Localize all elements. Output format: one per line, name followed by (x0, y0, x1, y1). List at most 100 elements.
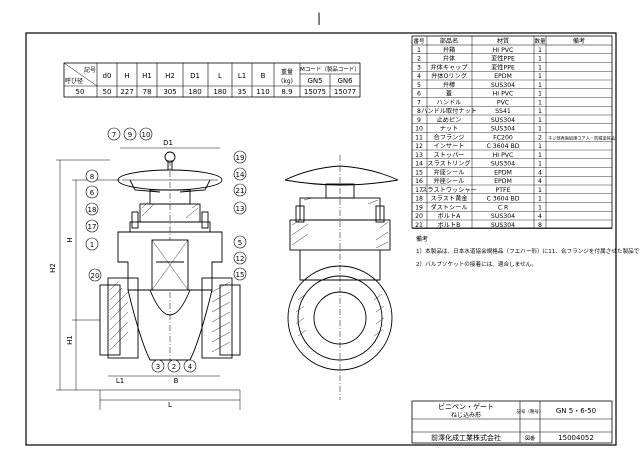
part-qty: 1 (538, 196, 542, 203)
part-name: ダストシール (430, 203, 467, 211)
label-B: B (174, 377, 179, 385)
part-name: 弁座シール (434, 168, 465, 176)
drawing-border (25, 32, 617, 446)
part-material: HI PVC (493, 152, 514, 159)
balloon-label: 15 (236, 271, 245, 279)
notes-block: 備考 1）本製品は、日本水道協会規格品（フエハー形）に11．合フランジを付属させ… (416, 235, 640, 268)
part-name: 弁棒 (443, 81, 456, 89)
part-qty: 1 (538, 108, 542, 115)
dim-col-D1: D1 (190, 72, 200, 80)
label-D1: D1 (163, 139, 173, 147)
drawing-label: 図番 (525, 435, 535, 442)
balloon-label: 9 (128, 131, 132, 139)
drawing-number: 15004052 (558, 434, 594, 442)
code-label: 記号（略号） (517, 408, 544, 415)
product-name: ビニペン・ゲート (438, 402, 494, 411)
dim-val-nominal: 50 (76, 88, 85, 96)
dim-col-L: L (218, 72, 222, 80)
part-qty: 8 (538, 222, 542, 229)
balloon-label: 18 (88, 206, 97, 214)
dim-val-L: 180 (213, 88, 226, 96)
part-name: 弁体キャップ (430, 63, 468, 71)
balloon-label: 21 (236, 187, 245, 195)
dim-val-H: 227 (120, 88, 133, 96)
part-qty: 4 (538, 213, 542, 220)
part-material: EPDM (494, 178, 512, 185)
balloon (85, 219, 99, 233)
part-no: 4 (417, 73, 421, 80)
part-no: 21 (415, 222, 423, 229)
balloon (233, 251, 247, 265)
part-qty: 1 (538, 117, 542, 124)
part-name: 弁箱 (443, 46, 455, 54)
part-qty: 1 (538, 99, 542, 106)
part-name: 弁体Oリング (431, 72, 467, 80)
balloon-label: 8 (90, 173, 94, 181)
dim-col-L1: L1 (238, 72, 246, 80)
part-no: 6 (417, 91, 421, 98)
parts-header-material: 材質 (497, 37, 509, 45)
part-name: スラストリング (427, 160, 470, 168)
part-qty: 1 (538, 152, 542, 159)
part-name: スラスト黄金 (430, 195, 468, 203)
part-material: SUS304 (491, 161, 515, 168)
balloon-label: 19 (236, 154, 245, 162)
part-material: SUS304 (491, 126, 515, 133)
part-name: 蓋 (446, 90, 452, 98)
dim-mass-unit: (kg) (281, 78, 293, 85)
part-no: 18 (415, 196, 423, 203)
part-material: PTFE (496, 187, 511, 194)
balloon (85, 202, 99, 216)
balloon-label: 20 (91, 272, 100, 280)
part-material: HI PVC (493, 91, 514, 98)
part-name: ボルトB (438, 221, 461, 229)
balloon-label: 12 (236, 255, 245, 263)
part-no: 9 (417, 117, 421, 124)
part-qty: 1 (538, 161, 542, 168)
part-no: 1 (417, 47, 421, 54)
dim-col-H2: H2 (165, 72, 175, 80)
part-no: 10 (415, 126, 423, 133)
label-H2: H2 (49, 263, 57, 273)
balloon (123, 127, 137, 141)
dim-val-L1: 35 (238, 88, 247, 96)
balloon (85, 237, 99, 251)
part-no: 11 (415, 134, 423, 141)
part-balloons: 7 9 10 8 6 18 17 1 20 21 19 14 13 5 12 1… (85, 127, 247, 373)
balloon-label: 5 (238, 239, 242, 247)
dim-col-H1: H1 (142, 72, 152, 80)
part-no: 14 (415, 161, 423, 168)
part-name: ナット (440, 126, 459, 133)
side-section-view (284, 155, 399, 400)
dim-val-B: 110 (256, 88, 269, 96)
balloon-label: 10 (142, 131, 151, 139)
part-name: ハンドル取付ナット (421, 107, 477, 115)
part-qty: 1 (538, 126, 542, 133)
balloon (151, 359, 165, 373)
part-no: 3 (417, 64, 421, 71)
part-no: 2 (417, 56, 421, 63)
label-L1: L1 (116, 377, 124, 385)
part-qty: 1 (538, 73, 542, 80)
part-qty: 1 (538, 187, 542, 194)
part-material: EPDM (494, 73, 512, 80)
part-name: インサート (434, 143, 465, 150)
part-remarks: ネジ部表面処理コア入・防錆塗装品 (548, 134, 615, 141)
balloon-label: 17 (88, 223, 97, 231)
part-material: 変性PPE (491, 63, 515, 71)
dim-val-gn5: 15075 (304, 88, 326, 96)
label-H1: H1 (66, 335, 74, 345)
balloon (233, 167, 247, 181)
balloon-label: 13 (236, 205, 245, 213)
dim-col-H: H (124, 72, 129, 80)
part-material: SUS304 (491, 117, 515, 124)
parts-header-qty: 数量 (534, 37, 546, 45)
part-qty: 2 (538, 134, 542, 141)
parts-header-name: 部品名 (440, 37, 459, 45)
notes-line: 2）バルブソケットの接着には、適合しません。 (416, 260, 537, 268)
dim-header-nominal: 呼び径 (65, 77, 83, 85)
balloon (183, 359, 197, 373)
part-material: 変性PPE (491, 55, 515, 63)
